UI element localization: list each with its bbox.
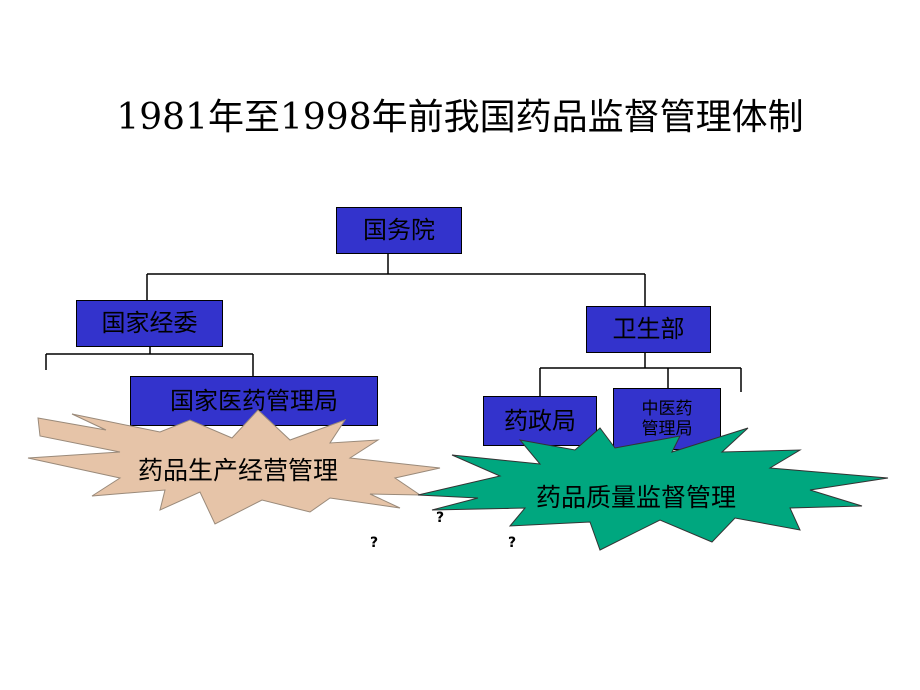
node-health-ministry-label: 卫生部 [612,315,685,344]
node-tcm-bureau-label-line2: 管理局 [641,419,693,439]
burst-quality-shape [417,427,889,551]
page-title: 1981年至1998年前我国药品监督管理体制 [116,97,804,138]
node-state-council: 国务院 [336,207,462,254]
node-drug-admin-bureau: 药政局 [483,396,597,446]
node-tcm-bureau-label-line1: 中医药 [641,398,693,419]
node-health-ministry: 卫生部 [586,306,711,353]
question-mark-3: ? [508,535,517,551]
node-econ-commission-label: 国家经委 [101,309,198,338]
node-state-council-label: 国务院 [363,216,435,245]
burst-quality-label: 药品质量监督管理 [536,483,737,512]
node-drug-admin-bureau-label: 药政局 [504,406,576,435]
burst-production-shape [27,409,441,525]
node-econ-commission: 国家经委 [76,300,223,347]
question-mark-1: ? [436,510,445,526]
node-medicine-bureau-label: 国家医药管理局 [170,386,338,415]
burst-production-label: 药品生产经营管理 [138,456,339,485]
question-mark-2: ? [370,535,379,551]
